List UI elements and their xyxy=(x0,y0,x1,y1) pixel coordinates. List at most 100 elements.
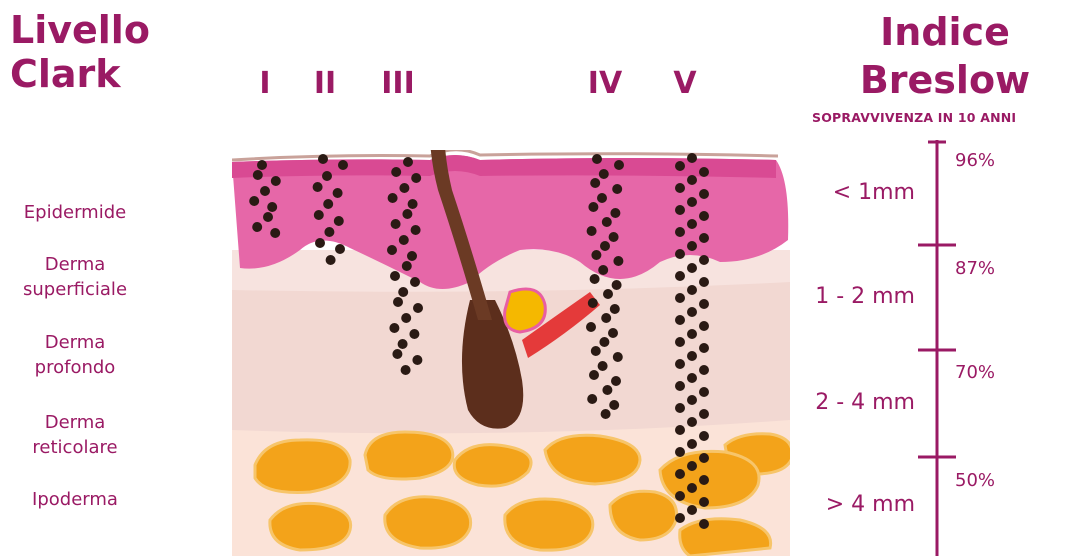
melanoma-cell xyxy=(403,157,413,167)
melanoma-cell xyxy=(608,328,618,338)
melanoma-cell xyxy=(323,199,333,209)
melanoma-cell xyxy=(263,212,273,222)
melanoma-cell xyxy=(270,228,280,238)
melanoma-cell xyxy=(599,337,609,347)
melanoma-cell xyxy=(687,351,697,361)
melanoma-cell xyxy=(687,285,697,295)
melanoma-cell xyxy=(257,160,267,170)
melanoma-cell xyxy=(699,365,709,375)
melanoma-cell xyxy=(675,205,685,215)
melanoma-cell xyxy=(603,289,613,299)
melanoma-cell xyxy=(393,297,403,307)
melanoma-cell xyxy=(267,202,277,212)
fat-cell xyxy=(454,445,531,486)
melanoma-cell xyxy=(687,219,697,229)
melanoma-cell xyxy=(249,196,259,206)
fat-cell xyxy=(385,497,471,548)
fat-cell xyxy=(365,432,453,479)
melanoma-cell xyxy=(597,193,607,203)
melanoma-cell xyxy=(588,298,598,308)
melanoma-cell xyxy=(699,299,709,309)
melanoma-cell xyxy=(614,160,624,170)
melanoma-cell xyxy=(388,193,398,203)
melanoma-cell xyxy=(675,249,685,259)
melanoma-cell xyxy=(613,352,623,362)
sebaceous-gland xyxy=(505,289,546,332)
melanoma-cell xyxy=(675,183,685,193)
melanoma-cell xyxy=(699,189,709,199)
melanoma-cell xyxy=(609,400,619,410)
melanoma-cell xyxy=(602,385,612,395)
melanoma-cell xyxy=(699,211,709,221)
melanoma-cell xyxy=(687,395,697,405)
melanoma-cell xyxy=(675,271,685,281)
melanoma-cell xyxy=(699,519,709,529)
melanoma-cell xyxy=(699,233,709,243)
melanoma-cell xyxy=(699,453,709,463)
fat-cell xyxy=(610,491,677,540)
melanoma-cell xyxy=(675,381,685,391)
melanoma-cell xyxy=(687,461,697,471)
melanoma-cell xyxy=(590,274,600,284)
melanoma-cell xyxy=(699,475,709,485)
melanoma-cell xyxy=(589,370,599,380)
melanoma-cell xyxy=(612,280,622,290)
melanoma-cell xyxy=(409,329,419,339)
melanoma-cell xyxy=(591,346,601,356)
melanoma-cell xyxy=(687,505,697,515)
melanoma-cell xyxy=(687,197,697,207)
melanoma-cell xyxy=(598,265,608,275)
melanoma-cell xyxy=(699,409,709,419)
melanoma-cell xyxy=(675,337,685,347)
melanoma-cell xyxy=(675,359,685,369)
melanoma-cell xyxy=(401,313,411,323)
melanoma-cell xyxy=(410,277,420,287)
melanoma-cell xyxy=(609,232,619,242)
melanoma-cell xyxy=(326,255,336,265)
melanoma-cell xyxy=(324,227,334,237)
melanoma-cell xyxy=(611,376,621,386)
melanoma-cell xyxy=(322,171,332,181)
melanoma-cell xyxy=(588,202,598,212)
melanoma-cell xyxy=(334,216,344,226)
melanoma-cell xyxy=(387,245,397,255)
melanoma-cell xyxy=(390,271,400,281)
melanoma-cell xyxy=(399,183,409,193)
melanoma-cell xyxy=(411,225,421,235)
melanoma-cell xyxy=(687,307,697,317)
melanoma-cell xyxy=(675,227,685,237)
melanoma-cell xyxy=(391,167,401,177)
melanoma-cell xyxy=(408,199,418,209)
melanoma-cell xyxy=(398,287,408,297)
melanoma-cell xyxy=(675,403,685,413)
melanoma-cell xyxy=(699,167,709,177)
melanoma-cell xyxy=(675,161,685,171)
melanoma-cell xyxy=(587,394,597,404)
melanoma-cell xyxy=(687,153,697,163)
melanoma-cell xyxy=(407,251,417,261)
melanoma-cell xyxy=(699,321,709,331)
melanoma-cell xyxy=(592,154,602,164)
melanoma-cell xyxy=(610,304,620,314)
melanoma-cell xyxy=(687,263,697,273)
melanoma-cell xyxy=(602,217,612,227)
melanoma-cell xyxy=(599,169,609,179)
melanoma-cell xyxy=(401,365,411,375)
melanoma-cell xyxy=(699,497,709,507)
melanoma-cell xyxy=(402,209,412,219)
melanoma-cell xyxy=(392,349,402,359)
melanoma-cell xyxy=(587,226,597,236)
melanoma-cell xyxy=(600,241,610,251)
hair-tip xyxy=(422,83,442,109)
melanoma-cell xyxy=(687,175,697,185)
melanoma-cell xyxy=(402,261,412,271)
fat-cell xyxy=(255,440,350,493)
melanoma-cell xyxy=(590,178,600,188)
melanoma-cell xyxy=(675,469,685,479)
melanoma-cell xyxy=(699,255,709,265)
melanoma-cell xyxy=(601,409,611,419)
melanoma-cell xyxy=(699,387,709,397)
melanoma-cell xyxy=(253,170,263,180)
melanoma-cell xyxy=(271,176,281,186)
